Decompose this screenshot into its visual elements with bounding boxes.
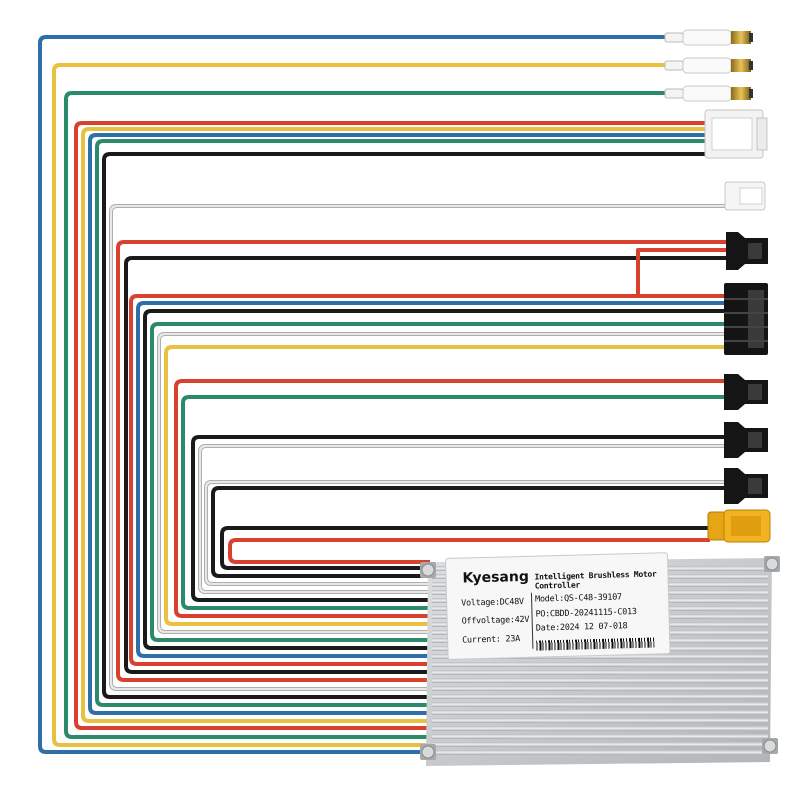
bullet-connector-yellow: [664, 57, 753, 74]
power-lock-connector: [726, 232, 768, 270]
wire-red: [228, 538, 710, 564]
heatsink-fin: [432, 702, 768, 707]
label-divider: [530, 592, 534, 649]
heatsink-fin: [432, 686, 768, 691]
hall-sensor-connector: [704, 109, 768, 159]
manufacture-date: Date:2024 12 07-018: [535, 621, 628, 634]
wire-black: [102, 152, 708, 699]
wire-green: [95, 139, 708, 707]
bullet-connector-green: [664, 85, 753, 102]
auxiliary-connector: [724, 468, 768, 504]
wire-white: [157, 332, 727, 634]
heatsink-fin: [432, 662, 768, 667]
wire-red: [74, 121, 708, 730]
heatsink-fin: [432, 726, 768, 731]
wire-green: [150, 322, 727, 642]
heatsink-fin: [432, 750, 768, 755]
wire-blue: [136, 301, 727, 658]
heatsink-fin: [432, 710, 768, 715]
screw-icon: [765, 557, 779, 571]
wire-red: [129, 294, 727, 666]
heatsink-fin: [432, 734, 768, 739]
wire-green: [181, 395, 727, 610]
wire-yellow: [52, 63, 667, 747]
wire-black: [191, 435, 727, 602]
po-number: PO:CBDD-20241115-C013: [535, 607, 637, 620]
throttle-connector: [724, 283, 768, 355]
wire-black: [143, 309, 727, 650]
wire-black: [124, 256, 727, 674]
bullet-connector-blue: [664, 29, 753, 46]
screw-icon: [763, 739, 777, 753]
brake-connector-right: [724, 422, 768, 458]
controller-spec-label: Kyesang Intelligent Brushless Motor Cont…: [445, 552, 671, 660]
offvoltage-spec: Offvoltage:42V: [461, 614, 530, 627]
wire-blue: [88, 133, 708, 715]
heatsink-fin: [432, 718, 768, 723]
heatsink-fin: [432, 742, 768, 747]
wire-red: [636, 248, 727, 296]
brake-connector-left: [724, 374, 768, 410]
wire-white: [204, 480, 727, 586]
wire-white: [109, 204, 727, 691]
product-title: Intelligent Brushless Motor Controller: [534, 569, 657, 591]
current-spec: Current: 23A: [462, 634, 521, 646]
screw-icon: [421, 563, 435, 577]
barcode: [536, 637, 655, 651]
heatsink-fin: [432, 678, 768, 683]
white-2pin-connector: [724, 181, 766, 211]
heatsink-fin: [432, 670, 768, 675]
wire-black: [211, 486, 727, 578]
brand-name: Kyesang: [462, 568, 530, 587]
wire-green: [64, 91, 667, 739]
wire-yellow: [164, 345, 727, 626]
wire-yellow: [81, 127, 708, 723]
voltage-spec: Voltage:DC48V: [461, 596, 524, 609]
wire-red: [116, 240, 727, 682]
screw-icon: [421, 745, 435, 759]
wire-white: [198, 444, 727, 594]
heatsink-fin: [432, 694, 768, 699]
wire-blue: [38, 35, 667, 754]
wire-red: [174, 379, 727, 618]
xt60-battery-connector: [707, 509, 771, 543]
model-number: Model:QS-C48-39107: [534, 592, 622, 605]
heatsink-fin: [432, 654, 768, 659]
wire-bundle: [38, 35, 727, 754]
wire-black: [220, 526, 710, 570]
